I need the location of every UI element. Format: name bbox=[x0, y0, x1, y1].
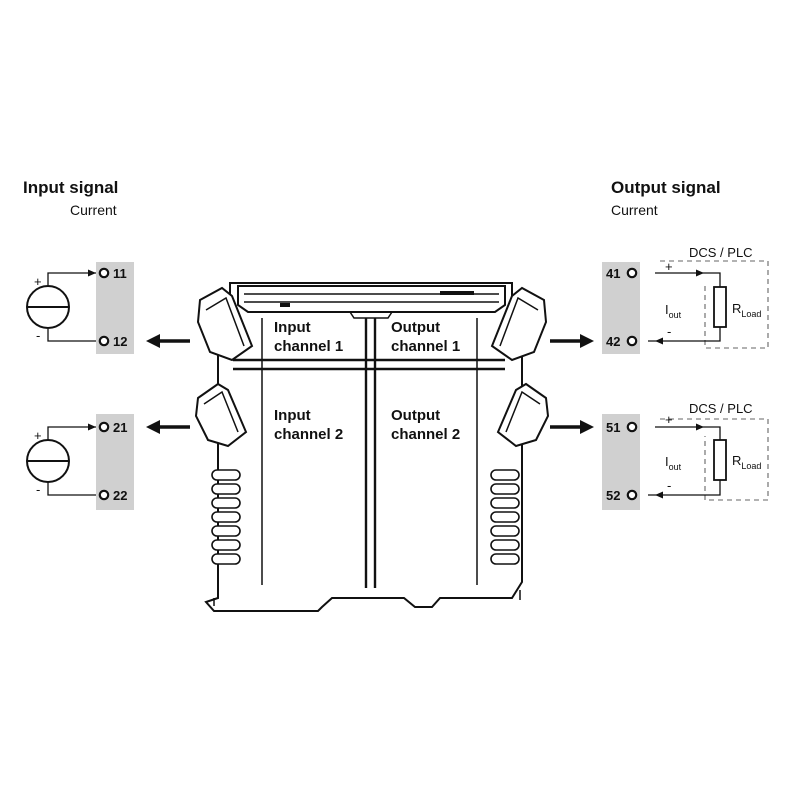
terminal-pin-51[interactable] bbox=[626, 421, 638, 433]
output-arrow-2 bbox=[550, 420, 594, 434]
terminal-pin-52[interactable] bbox=[626, 489, 638, 501]
output-1-minus: - bbox=[667, 324, 671, 339]
terminal-pin-11[interactable] bbox=[98, 267, 110, 279]
terminal-label-51: 51 bbox=[606, 420, 620, 435]
terminal-label-41: 41 bbox=[606, 266, 620, 281]
terminal-label-11: 11 bbox=[113, 266, 127, 281]
output-load-circuit-1 bbox=[648, 260, 769, 349]
output-2-minus: - bbox=[667, 478, 671, 493]
input-current-source-1 bbox=[26, 269, 96, 342]
input-2-plus: + bbox=[34, 428, 42, 443]
output-load-circuit-2 bbox=[648, 418, 769, 501]
vent-slots-left bbox=[211, 469, 241, 565]
input-signal-title: Input signal bbox=[23, 178, 118, 197]
output-arrow-1 bbox=[550, 334, 594, 348]
dcs-plc-label-1: DCS / PLC bbox=[689, 245, 753, 260]
output-1-load: RLoad bbox=[732, 301, 761, 319]
terminal-label-12: 12 bbox=[113, 334, 127, 349]
input-1-plus: + bbox=[34, 274, 42, 289]
input-current-source-2 bbox=[26, 423, 96, 496]
channel-separator bbox=[233, 318, 505, 588]
load-resistor-2 bbox=[713, 439, 727, 481]
input-arrow-2 bbox=[146, 420, 190, 434]
output-signal-type: Current bbox=[611, 202, 658, 218]
dcs-plc-label-2: DCS / PLC bbox=[689, 401, 753, 416]
terminal-pin-12[interactable] bbox=[98, 335, 110, 347]
input-2-minus: - bbox=[36, 482, 40, 497]
output-signal-title: Output signal bbox=[611, 178, 721, 197]
vent-slots-right bbox=[490, 469, 520, 565]
output-2-plus: + bbox=[665, 412, 673, 427]
output-2-current: Iout bbox=[665, 454, 682, 472]
terminal-pin-21[interactable] bbox=[98, 421, 110, 433]
terminal-label-22: 22 bbox=[113, 488, 127, 503]
input-arrow-1 bbox=[146, 334, 190, 348]
terminal-label-21: 21 bbox=[113, 420, 127, 435]
terminal-pin-22[interactable] bbox=[98, 489, 110, 501]
isolator-housing bbox=[194, 282, 550, 612]
terminal-pin-42[interactable] bbox=[626, 335, 638, 347]
terminal-pin-41[interactable] bbox=[626, 267, 638, 279]
load-resistor-1 bbox=[713, 286, 727, 328]
output-1-current: Iout bbox=[665, 302, 682, 320]
input-1-minus: - bbox=[36, 328, 40, 343]
input-signal-type: Current bbox=[70, 202, 117, 218]
output-2-load: RLoad bbox=[732, 453, 761, 471]
terminal-label-52: 52 bbox=[606, 488, 620, 503]
terminal-label-42: 42 bbox=[606, 334, 620, 349]
output-1-plus: + bbox=[665, 259, 673, 274]
